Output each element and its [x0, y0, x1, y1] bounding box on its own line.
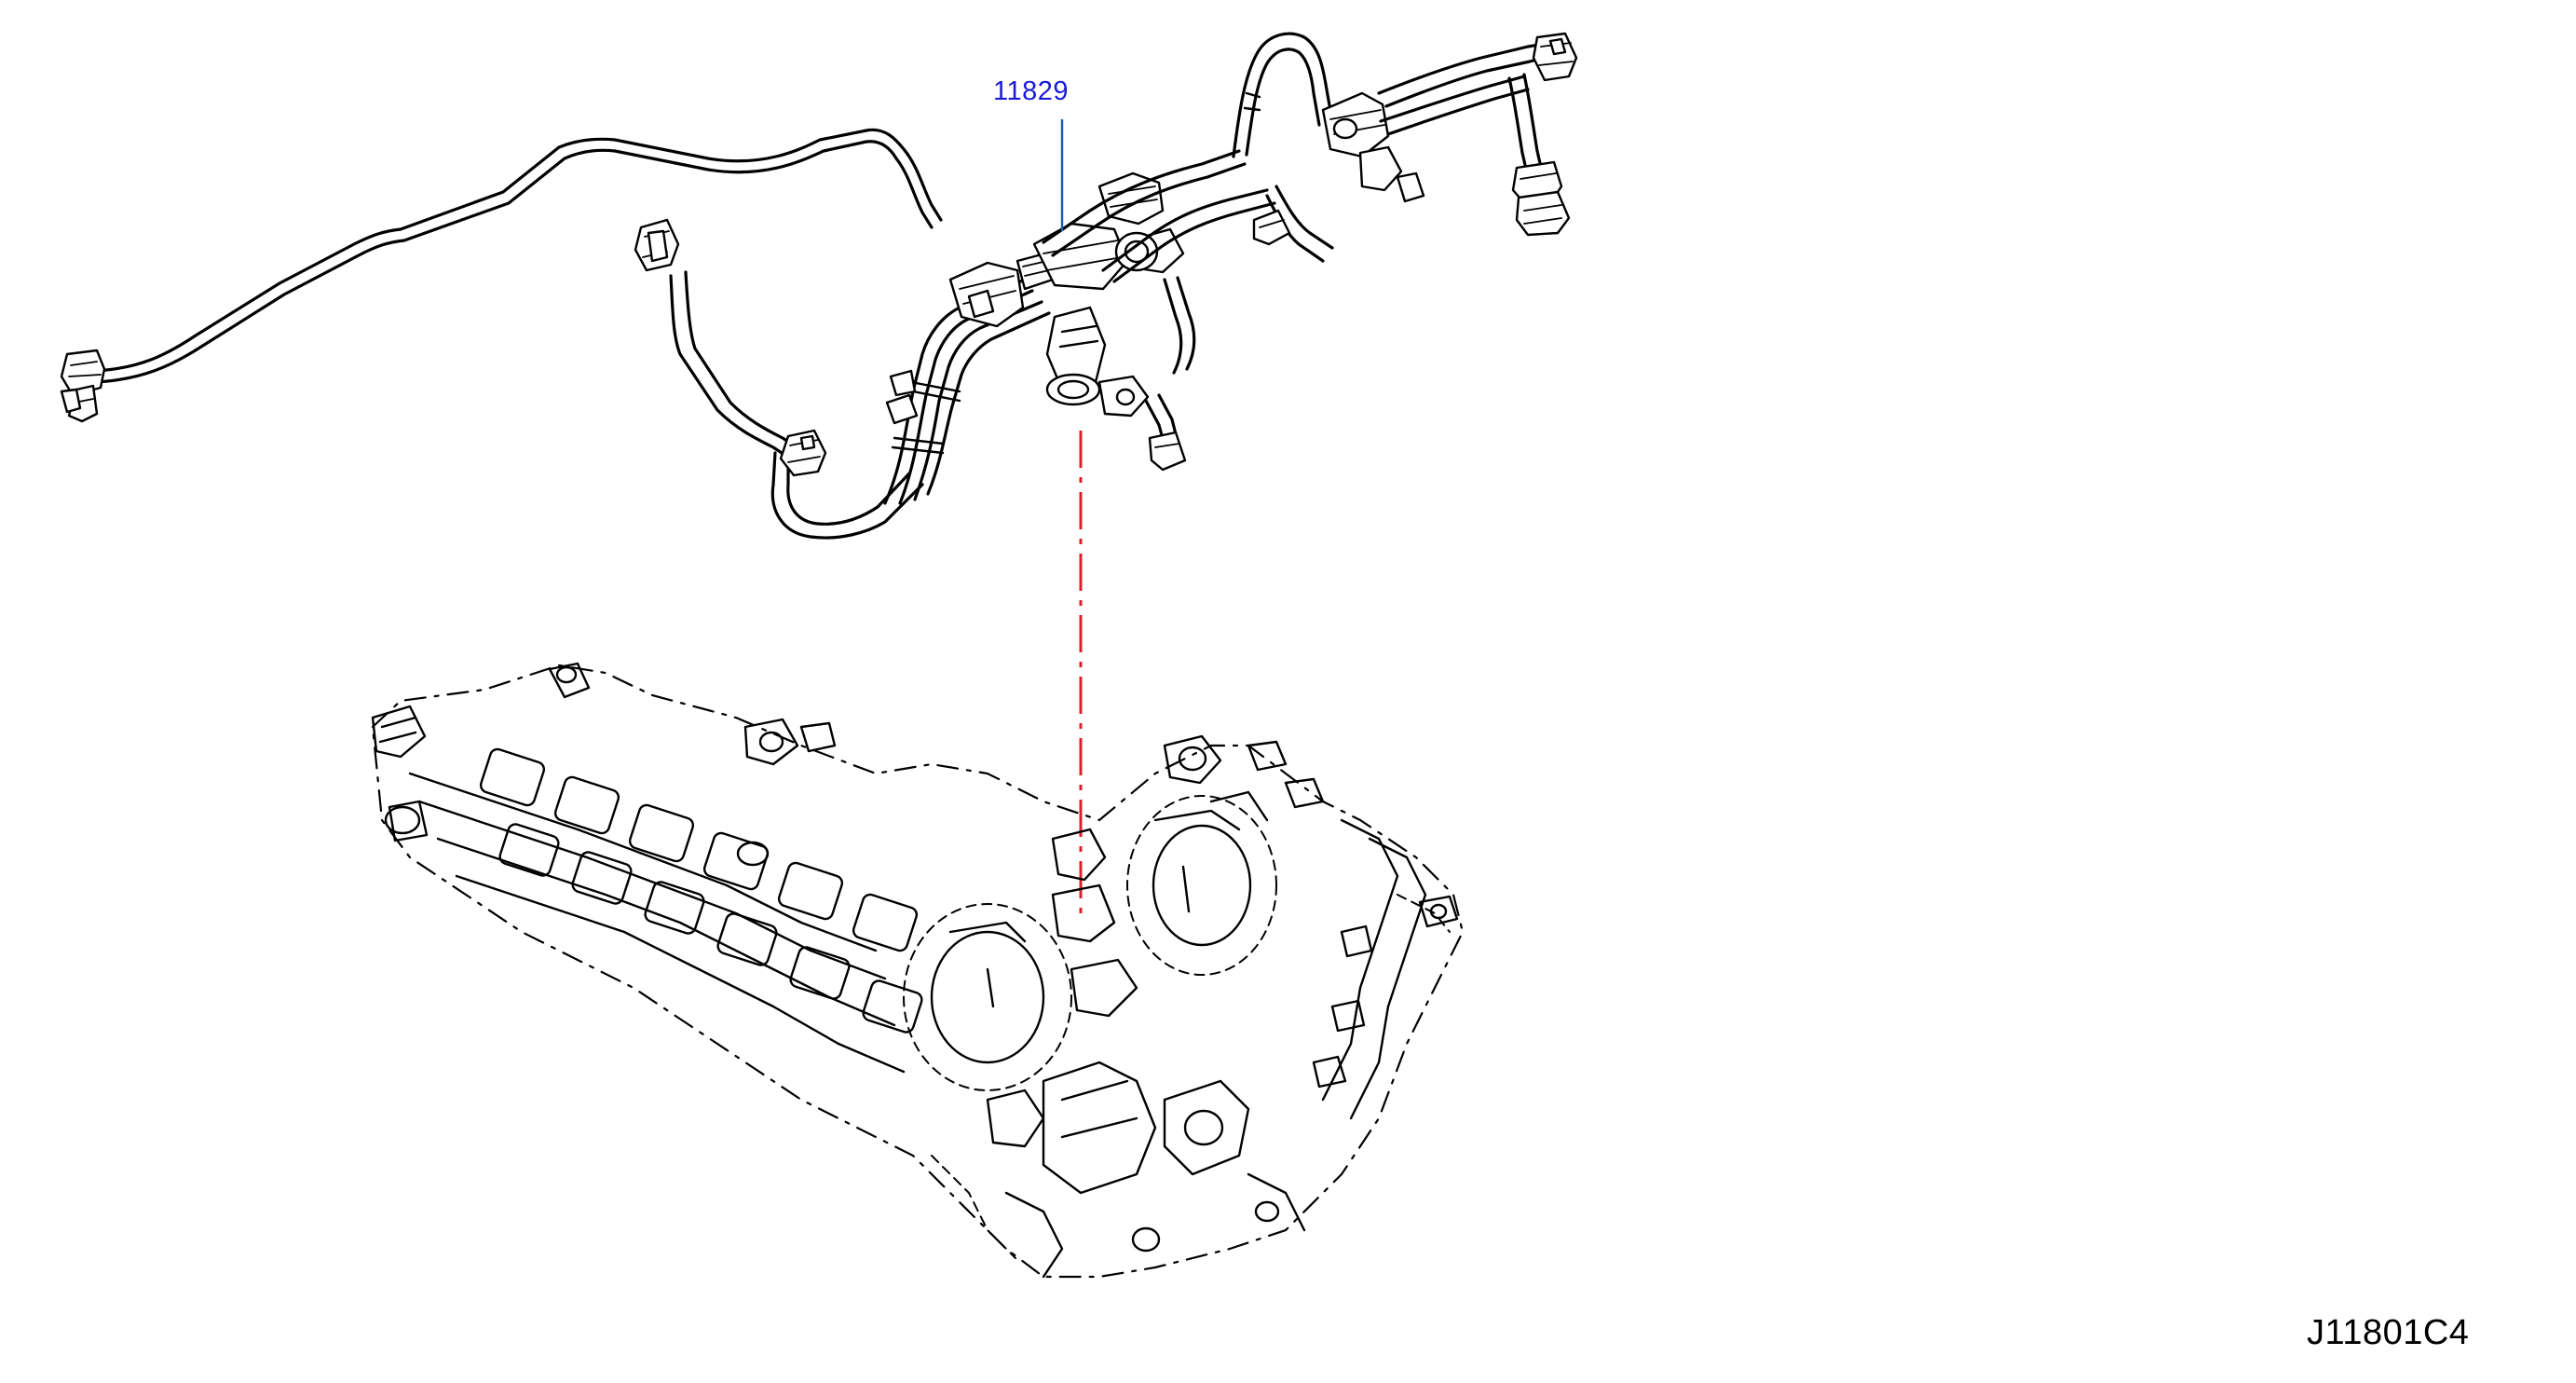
- engine-left-end: [371, 662, 591, 842]
- right-lead-b: [1176, 276, 1196, 371]
- right-bank-fittings: [1312, 895, 1459, 1089]
- engine-center-mount: [1051, 828, 1138, 1018]
- upper-bundle-2: [1051, 162, 1247, 257]
- upper-bundle-3: [1101, 188, 1269, 272]
- central-junction: [948, 252, 1055, 328]
- bottom-loop-outer: [770, 451, 924, 540]
- right-junction: [1321, 91, 1425, 203]
- left-hose-lower-edge: [91, 140, 934, 384]
- right-bank-manifold-b: [1349, 837, 1427, 1120]
- right-lead-a: [1163, 278, 1183, 375]
- bundle-rise-3: [913, 300, 1043, 501]
- loop-connector: [779, 429, 827, 477]
- right-bank-manifold-a: [1321, 818, 1399, 1102]
- drop-hose-edge-a: [669, 274, 803, 468]
- upper-junction-complex: [1032, 171, 1185, 291]
- coil-row: [479, 747, 923, 1034]
- drop-hose-edge-b: [684, 270, 811, 457]
- far-right-bottom-connector: [1511, 160, 1571, 237]
- engine-silhouette: [371, 664, 1465, 1279]
- bundle-clip-mid: [885, 369, 919, 425]
- top-right-hose-c: [1379, 75, 1526, 123]
- hanging-connector: [1148, 431, 1187, 472]
- timing-cover-left: [903, 903, 1072, 1091]
- right-lower-lead-b: [1274, 185, 1334, 250]
- bundle-rise-2: [898, 289, 1034, 505]
- bottom-loop-inner: [786, 457, 911, 526]
- right-descending-b: [1522, 73, 1545, 177]
- hose-clamp-left: [634, 218, 680, 272]
- diagram-code: J11801C4: [2307, 1313, 2470, 1352]
- right-lower-connector: [1252, 209, 1291, 246]
- top-right-hose-d: [1386, 88, 1530, 136]
- hose-harness-assembly[interactable]: [60, 32, 1578, 540]
- far-right-top-connector: [1532, 32, 1578, 82]
- engine-front-lower: [931, 1061, 1306, 1279]
- left-hose-upper-edge: [91, 128, 943, 373]
- right-descending-a: [1507, 76, 1530, 179]
- upper-bundle-1: [1042, 149, 1241, 244]
- upper-bundle-4: [1112, 201, 1276, 283]
- u-hose-inner: [1245, 48, 1321, 157]
- engine-top-fittings: [736, 718, 837, 867]
- engine-top-right: [1163, 734, 1325, 822]
- bundle-rise-4: [926, 311, 1051, 496]
- timing-cover-right: [1126, 795, 1277, 976]
- left-end-connector: [60, 349, 106, 423]
- callout-label-11829[interactable]: 11829: [993, 76, 1069, 106]
- u-hose-outer: [1232, 32, 1334, 158]
- mounting-bracket: [1045, 306, 1150, 418]
- engine-phantom-outline: [371, 662, 1465, 1279]
